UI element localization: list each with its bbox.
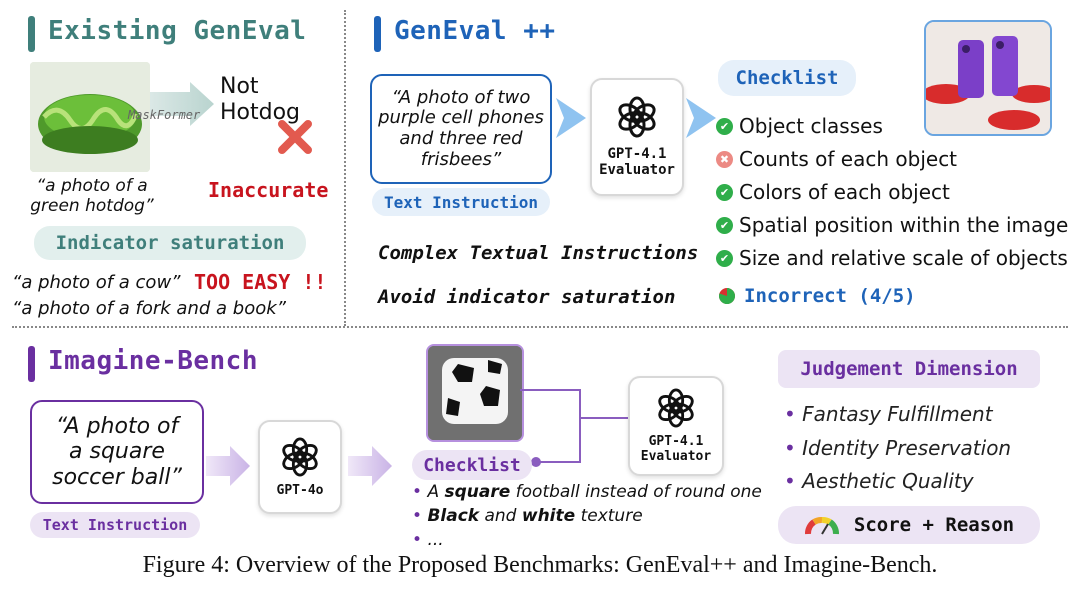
evaluator-line1: GPT-4.1 (607, 146, 667, 162)
bullet-icon: • (784, 469, 803, 493)
checklist-item-label: Colors of each object (739, 180, 950, 204)
connector-lines (520, 389, 630, 467)
imagine-checklist-item: • ... (412, 530, 444, 550)
dimension-item: • Aesthetic Quality (784, 469, 974, 493)
evaluator-line2: Evaluator (640, 449, 712, 464)
square-soccer-ball-image (426, 344, 524, 442)
check-icon: ✔ (716, 249, 733, 267)
imagine-checklist-text: Black (427, 506, 480, 526)
check-icon: ✔ (716, 216, 733, 234)
bullet-icon: • (412, 530, 428, 550)
checklist-item-label: Spatial position within the image (739, 213, 1069, 237)
judgement-dimension-title: Judgement Dimension (778, 350, 1040, 388)
vertical-divider (344, 10, 346, 326)
arrow-icon (150, 82, 214, 126)
imagine-checklist-text: football instead of round one (510, 482, 762, 502)
check-icon: ✔ (716, 117, 733, 135)
dimension-label: Aesthetic Quality (802, 469, 974, 493)
bullet-icon: • (412, 482, 428, 502)
checklist-item-label: Counts of each object (739, 147, 958, 171)
checklist-item: ✔ Spatial position within the image (716, 213, 1068, 237)
geneval-result: Incorrect (4/5) (744, 285, 916, 307)
imagine-checklist-text: ... (427, 530, 444, 550)
section-bar-imagine (28, 346, 35, 382)
example-1: “a photo of a cow” (12, 272, 181, 293)
result-label: Not Hotdog (220, 74, 301, 126)
imagine-checklist-text: texture (575, 506, 643, 526)
bullet-icon: • (784, 402, 803, 426)
arrow-icon (686, 98, 716, 138)
horizontal-divider (12, 326, 1068, 328)
evaluator-line1: GPT-4.1 (648, 434, 704, 449)
dimension-label: Fantasy Fulfillment (802, 402, 993, 426)
imagine-prompt-box: “A photo of a square soccer ball” (30, 400, 204, 504)
arrow-icon (556, 98, 586, 138)
generator-label: GPT-4o (276, 482, 324, 498)
geneval-prompt-box: “A photo of two purple cell phones and t… (370, 74, 552, 184)
imagine-checklist-text: white (521, 506, 576, 526)
imagine-checklist-item: • Black and white texture (412, 506, 643, 526)
section-bar-existing (28, 16, 35, 52)
cross-icon: ✖ (716, 150, 733, 168)
openai-logo-icon (658, 388, 694, 428)
checklist-item: ✔ Colors of each object (716, 180, 950, 204)
score-pill: Score + Reason (778, 506, 1040, 544)
dimension-item: • Fantasy Fulfillment (784, 402, 993, 426)
geneval-title: GenEval ++ (394, 16, 556, 46)
dimension-item: • Identity Preservation (784, 436, 1011, 460)
gauge-icon (804, 517, 839, 535)
openai-logo-icon (282, 436, 318, 477)
checklist-item-label: Object classes (739, 114, 883, 138)
hotdog-image (30, 62, 150, 172)
phones-frisbees-image (924, 20, 1052, 136)
complex-label: Complex Textual Instructions (378, 242, 699, 264)
imagine-evaluator-card: GPT-4.1 Evaluator (628, 376, 724, 476)
imagine-text-instruction: Text Instruction (30, 512, 200, 538)
avoid-label: Avoid indicator saturation (378, 286, 676, 308)
cross-icon (276, 118, 314, 160)
geneval-checklist-title: Checklist (718, 60, 856, 96)
imagine-checklist-title: Checklist (412, 450, 532, 480)
imagine-checklist-text: and (479, 506, 522, 526)
image-caption: “a photo of a green hotdog” (30, 176, 154, 217)
arrow-icon (348, 446, 392, 486)
checklist-item: ✔ Size and relative scale of objects (716, 246, 1068, 270)
too-easy-label: TOO EASY !! (194, 270, 327, 294)
check-icon: ✔ (716, 183, 733, 201)
arrow-icon (206, 446, 250, 486)
checklist-item: ✔ Object classes (716, 114, 883, 138)
imagine-checklist-item: • A square football instead of round one (412, 482, 762, 502)
geneval-evaluator-card: GPT-4.1 Evaluator (590, 78, 684, 196)
evaluator-line2: Evaluator (599, 162, 675, 178)
checklist-item-label: Size and relative scale of objects (739, 246, 1068, 270)
example-2: “a photo of a fork and a book” (12, 298, 286, 319)
imagine-title: Imagine-Bench (48, 346, 258, 376)
imagine-checklist-text: square (444, 482, 511, 502)
result-pie-icon (718, 287, 736, 309)
dimension-label: Identity Preservation (802, 436, 1012, 460)
figure-caption: Figure 4: Overview of the Proposed Bench… (142, 552, 938, 578)
imagine-checklist-text: A (427, 482, 445, 502)
section-bar-geneval (374, 16, 381, 52)
score-label: Score + Reason (853, 514, 1015, 536)
openai-logo-icon (618, 96, 656, 138)
geneval-text-instruction: Text Instruction (372, 188, 550, 216)
generator-card: GPT-4o (258, 420, 342, 514)
inaccurate-label: Inaccurate (208, 178, 329, 202)
tool-label: MaskFormer (128, 108, 201, 122)
bullet-icon: • (784, 436, 803, 460)
result-pie-correct-slice (718, 288, 735, 304)
bullet-icon: • (412, 506, 428, 526)
checklist-item: ✖ Counts of each object (716, 147, 957, 171)
existing-title: Existing GenEval (48, 16, 307, 46)
saturation-pill: Indicator saturation (34, 226, 306, 260)
